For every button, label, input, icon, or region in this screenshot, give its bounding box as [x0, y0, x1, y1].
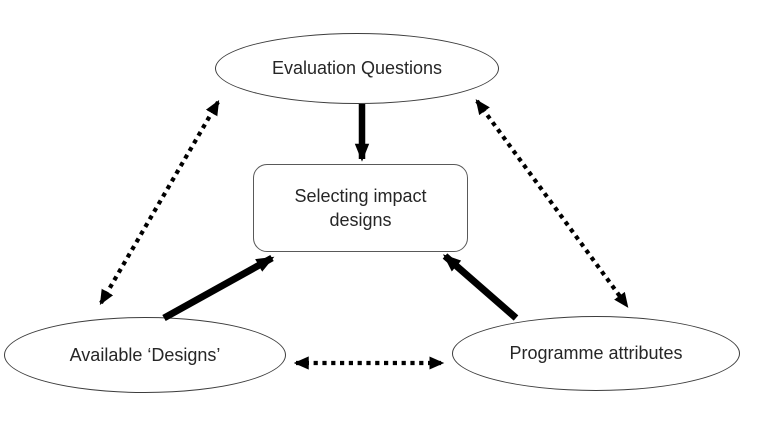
node-selecting-impact-designs-label-line1: Selecting impact — [294, 185, 427, 206]
arrow-available-designs-to-selecting-impact-designs — [162, 254, 275, 322]
node-programme-attributes: Programme attributes — [452, 316, 740, 391]
arrow-programme-attributes-to-selecting-impact-designs — [442, 253, 519, 321]
node-available-designs: Available ‘Designs’ — [4, 317, 286, 393]
node-evaluation-questions-label: Evaluation Questions — [271, 58, 443, 79]
node-available-designs-label: Available ‘Designs’ — [69, 344, 221, 365]
node-selecting-impact-designs-label-line2: designs — [329, 210, 392, 230]
arrow-evaluation-questions-available-designs-two-way — [99, 100, 220, 305]
node-selecting-impact-designs: Selecting impact designs — [253, 164, 468, 252]
node-selecting-impact-designs-label: Selecting impact designs — [294, 184, 426, 233]
node-programme-attributes-label: Programme attributes — [509, 343, 683, 364]
node-evaluation-questions: Evaluation Questions — [215, 33, 499, 104]
arrow-evaluation-questions-programme-attributes-two-way — [475, 99, 629, 308]
